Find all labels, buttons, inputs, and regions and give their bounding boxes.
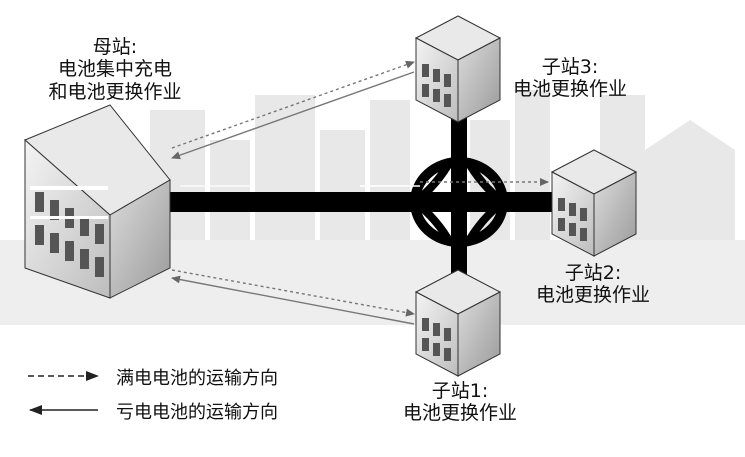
mother-station-role-1: 电池集中充电 [57,58,172,81]
sub2-title: 子站2: [564,262,622,284]
sub1-title: 子站1: [431,380,489,402]
road-network [165,90,565,290]
mother-station-title: 母站: [92,36,138,58]
sub3-building [414,15,502,123]
sub3-label: 子站3: 电池更换作业 [500,56,640,101]
legend-full-battery-label: 满电电池的运输方向 [116,368,278,389]
mother-station-building [24,104,171,299]
sub2-role: 电池更换作业 [535,284,650,307]
legend-depleted-battery-label: 亏电电池的运输方向 [116,402,278,423]
mother-station-role-2: 和电池更换作业 [48,80,182,103]
sub3-role: 电池更换作业 [512,78,627,101]
sub2-building [550,149,638,257]
sub3-title: 子站3: [541,56,599,78]
arrows-mother-sub1 [171,269,415,325]
sub1-role: 电池更换作业 [402,402,517,425]
sub1-label: 子站1: 电池更换作业 [385,380,535,425]
legend-symbols [28,371,99,415]
sub2-label: 子站2: 电池更换作业 [518,262,668,307]
sub1-building [414,269,502,377]
mother-station-label: 母站: 电池集中充电 和电池更换作业 [20,36,210,103]
arrows-mother-sub3 [171,60,415,160]
